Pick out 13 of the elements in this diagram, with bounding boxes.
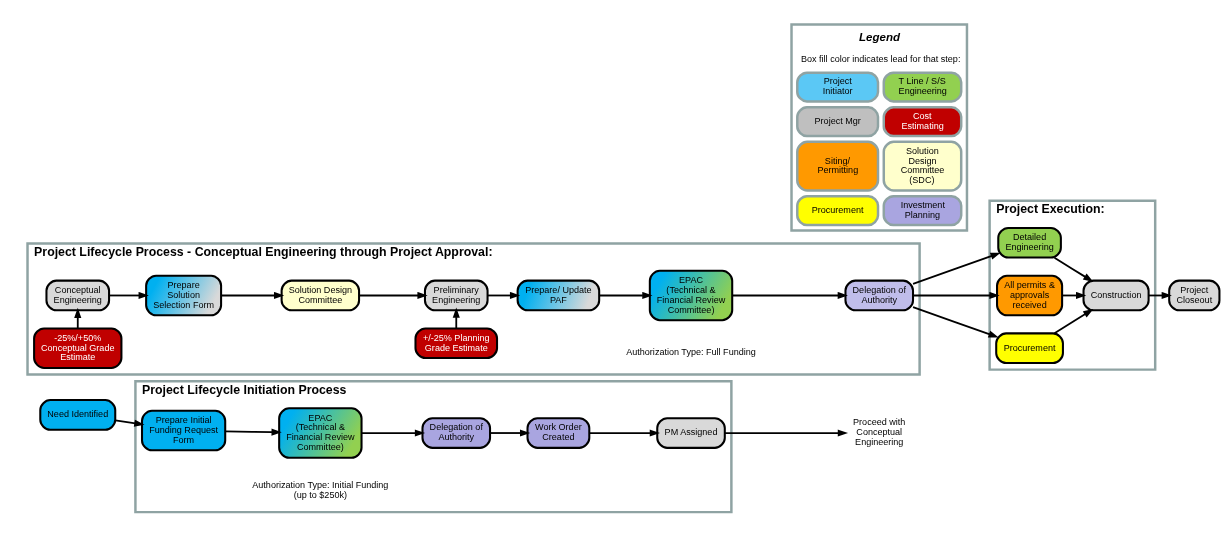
label: Legend xyxy=(859,31,901,44)
legend-label: Project Initiator xyxy=(822,76,853,97)
label: Authorization Type: Full Funding xyxy=(626,347,756,358)
node-text: Proceed with Conceptual Engineering xyxy=(853,417,906,448)
legend-label: Project Mgr xyxy=(814,115,861,126)
legend-label: Investment Planning xyxy=(900,200,945,220)
legend-label: Solution Design Committee (SDC) xyxy=(900,145,945,186)
label: Authorization Type: Initial Funding (up to $250k) xyxy=(252,480,389,500)
legend-label: T Line / S/S Engineering xyxy=(898,76,947,97)
legend-label: Procurement xyxy=(811,204,864,215)
label: Box fill color indicates lead for that step: xyxy=(800,54,961,65)
legend-label: Siting/ Permitting xyxy=(817,155,859,176)
legend-label: Cost Estimating xyxy=(901,111,944,131)
